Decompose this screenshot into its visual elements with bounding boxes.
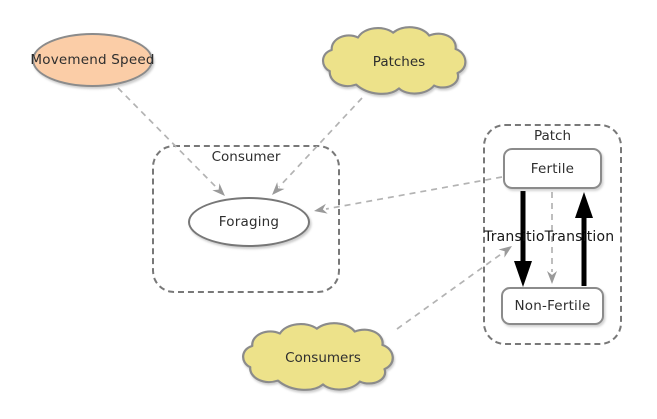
consumers-label: Consumers [285, 350, 361, 366]
consumers-node: Consumers [241, 322, 405, 394]
patches-node: Patches [321, 26, 477, 98]
movement-speed-label: Movemend Speed [30, 52, 155, 68]
consumer-group-label: Consumer [211, 149, 281, 165]
patch-group-box: Patch [483, 124, 622, 345]
consumer-group-box: Consumer [152, 145, 340, 293]
foraging-label: Foraging [218, 214, 280, 230]
transition-up-label: Transition [544, 229, 615, 245]
cloud-shape [322, 26, 467, 95]
non-fertile-label: Non-Fertile [514, 298, 591, 314]
fertile-label: Fertile [530, 160, 575, 177]
movement-speed-node: Movemend Speed [30, 33, 155, 87]
foraging-node: Foraging [188, 197, 310, 247]
transition-edge-labels: Transitio Transition [484, 229, 614, 245]
patch-group-label: Patch [533, 128, 572, 144]
edge-fertile-to-foraging [325, 176, 503, 210]
fertile-node: Fertile [503, 148, 602, 189]
patches-label: Patches [372, 54, 426, 70]
cloud-shape [242, 322, 394, 391]
non-fertile-node: Non-Fertile [501, 287, 604, 325]
transition-down-label: Transitio [484, 229, 545, 245]
